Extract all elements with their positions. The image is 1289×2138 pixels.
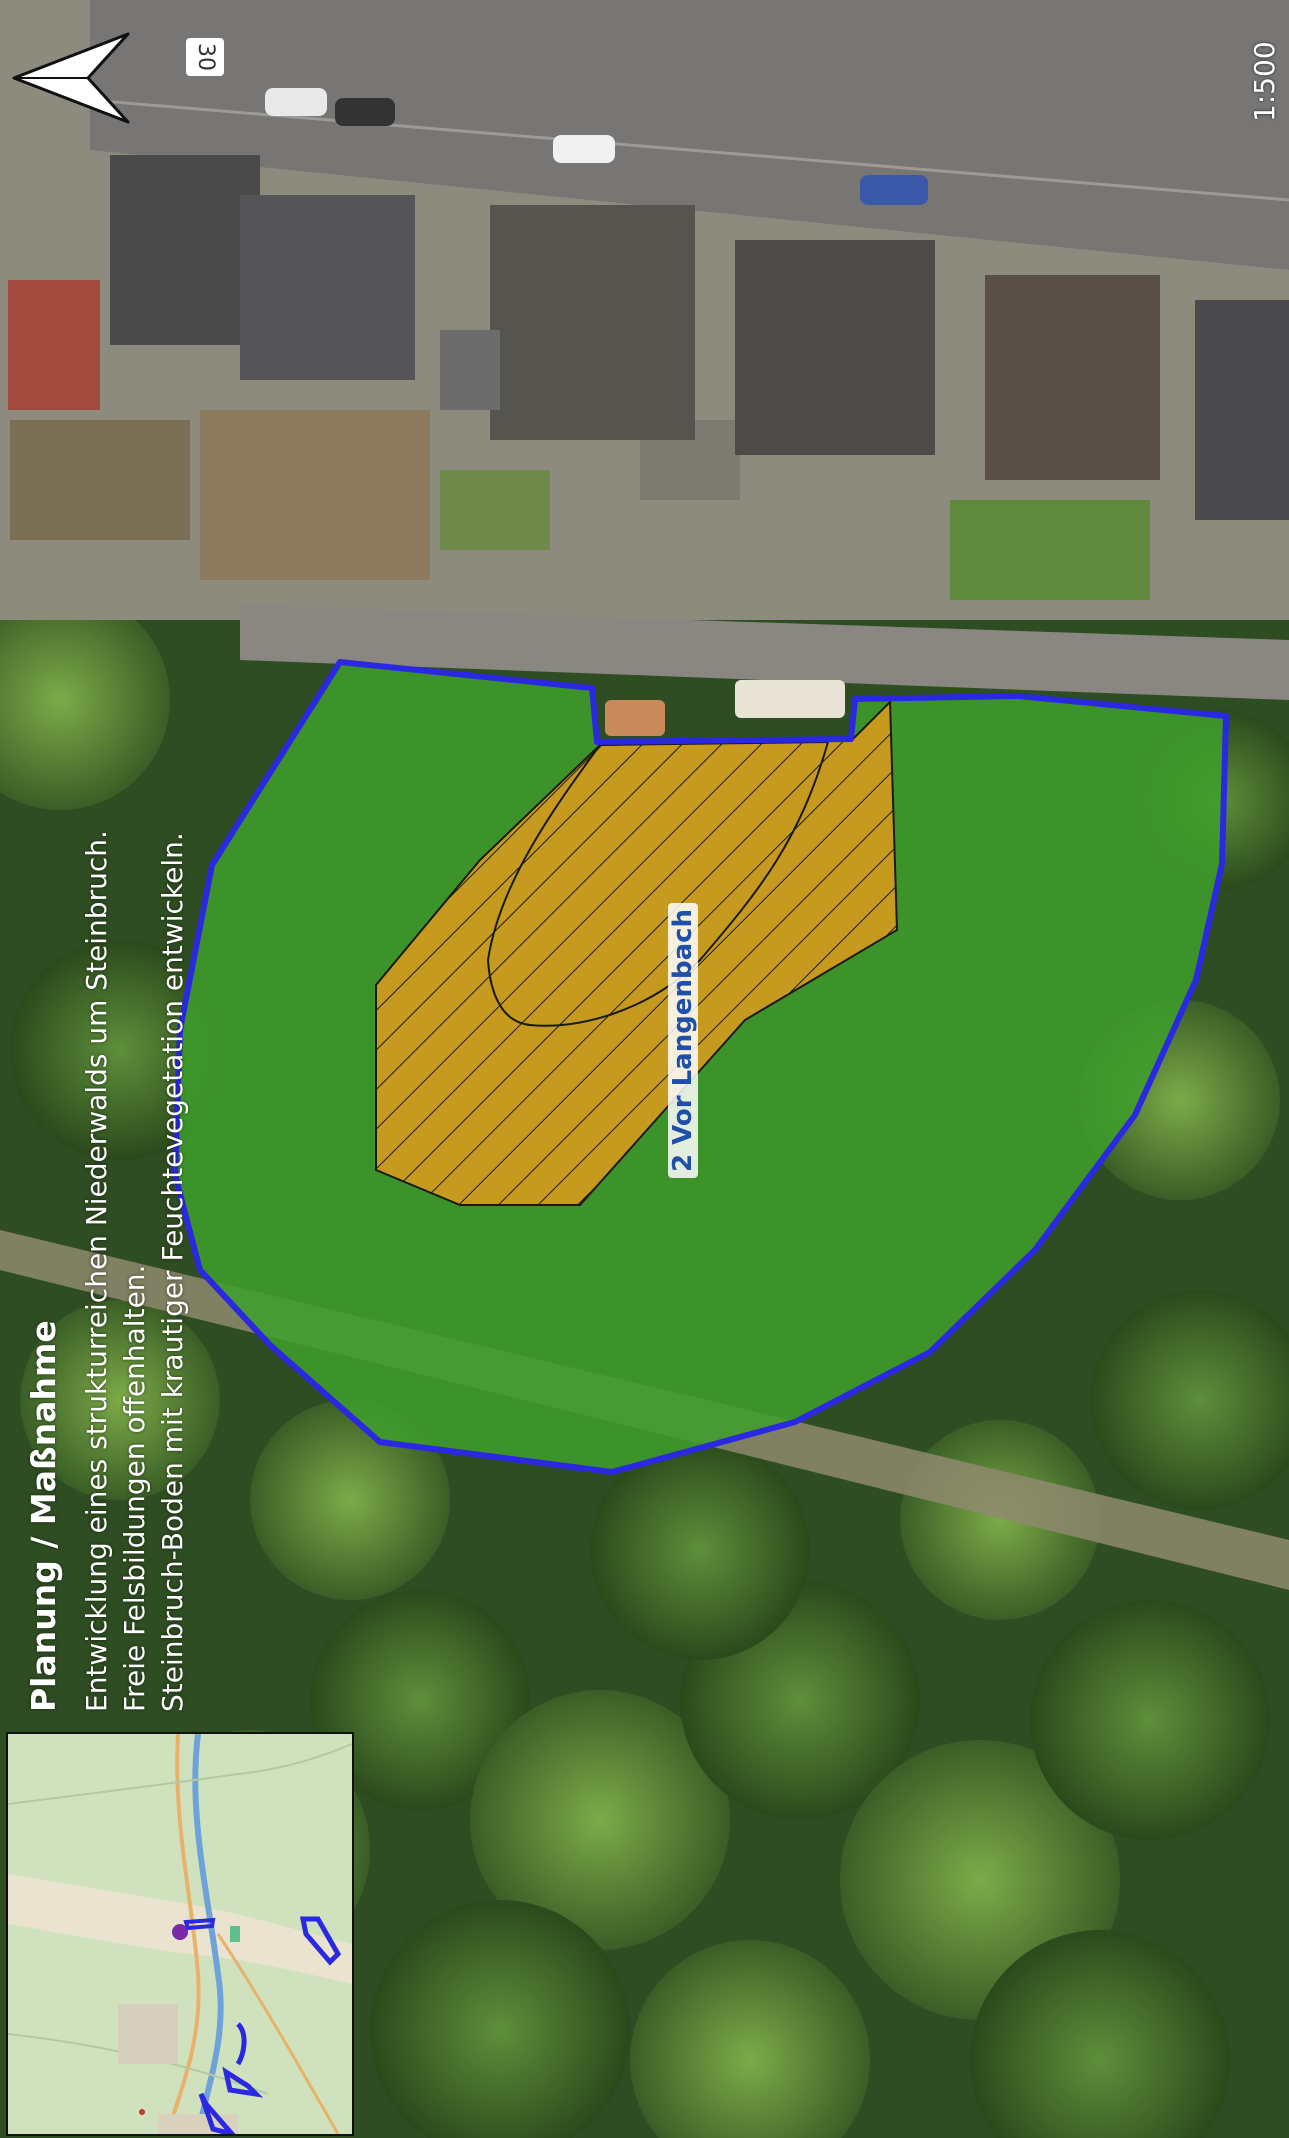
- legend-title: Planung / Maßnahme: [24, 1320, 63, 1712]
- legend-line: Steinbruch-Boden mit krautiger Feuchteve…: [156, 832, 189, 1712]
- overview-area-marker: [222, 2066, 264, 2098]
- overview-map[interactable]: [6, 1732, 354, 2136]
- legend-line: Freie Felsbildungen offenhalten.: [118, 1264, 151, 1712]
- buildings: [8, 155, 1289, 520]
- access-road: [240, 605, 1289, 700]
- street: [90, 0, 1289, 270]
- tree-canopy: [0, 590, 1289, 2138]
- svg-text:30: 30: [193, 43, 218, 71]
- area-label[interactable]: 2 Vor Langenbach: [668, 902, 698, 1178]
- overview-area-marker: [299, 1916, 342, 1966]
- scale-label: 1:500: [1248, 41, 1281, 122]
- gardens: [10, 410, 1150, 600]
- quarry-area[interactable]: [375, 699, 899, 1206]
- boundary-outline[interactable]: [172, 659, 1229, 1475]
- parked-cars: [265, 88, 928, 736]
- overview-road: [166, 1734, 201, 2134]
- overview-area-marker: [183, 1917, 216, 1931]
- north-arrow-icon: [12, 32, 130, 124]
- overview-location-marker: [172, 1924, 188, 1940]
- legend-line: Entwicklung eines strukturreichen Nieder…: [80, 830, 113, 1712]
- overview-area-marker: [198, 2092, 236, 2134]
- house-number-label: 30: [186, 38, 224, 76]
- overview-map-canvas: [8, 1734, 352, 2134]
- quarry-inner-outline: [486, 740, 830, 1027]
- overview-river: [192, 1734, 224, 2134]
- overview-area-marker: [235, 2022, 247, 2066]
